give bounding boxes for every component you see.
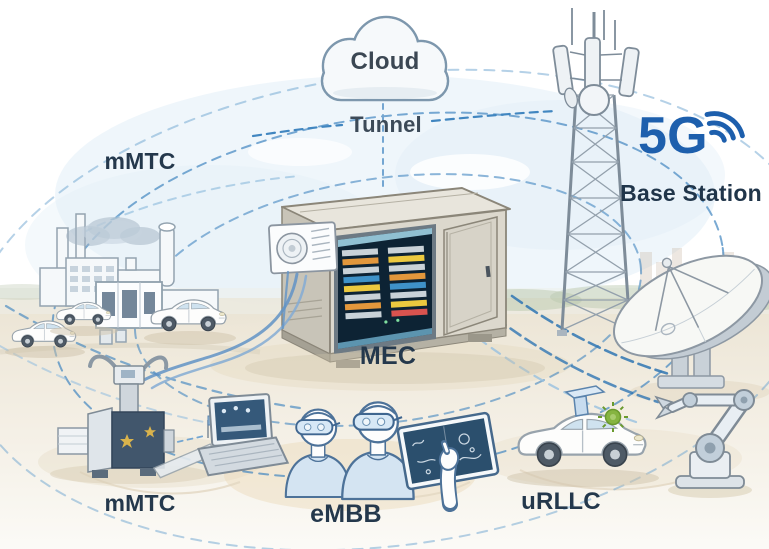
autonomous-car-icon bbox=[507, 385, 659, 487]
embb-label: eMBB bbox=[310, 500, 382, 528]
urllc-label: uRLLC bbox=[521, 488, 601, 515]
mec-cabinet-icon bbox=[245, 187, 545, 384]
car-icon bbox=[5, 320, 85, 358]
ac-unit-icon bbox=[268, 221, 338, 275]
nav-marker-icon bbox=[564, 385, 606, 417]
sensor-icon bbox=[598, 402, 628, 432]
mmtc-top-label: mMTC bbox=[104, 148, 176, 174]
five-g-text: 5G bbox=[638, 107, 708, 165]
base-station-tower-icon bbox=[552, 8, 640, 336]
satellite-dish-icon bbox=[612, 254, 769, 389]
mec-label: MEC bbox=[359, 342, 417, 370]
car-icon bbox=[50, 301, 118, 336]
hand-icon bbox=[438, 440, 460, 512]
cloud-label: Cloud bbox=[350, 48, 420, 75]
car-icon bbox=[144, 299, 236, 345]
robot-arm-icon bbox=[654, 389, 755, 498]
signal-waves-icon bbox=[704, 111, 745, 143]
mmtc-bottom-label: mMTC bbox=[104, 490, 176, 516]
power-cables-icon bbox=[138, 270, 308, 390]
base-station-label: Base Station bbox=[620, 180, 762, 206]
tunnel-label: Tunnel bbox=[350, 112, 422, 137]
smoke-icon bbox=[66, 217, 160, 246]
cloud-icon bbox=[320, 15, 450, 102]
rugged-laptop-icon bbox=[152, 393, 290, 479]
five-g-label: 5G bbox=[638, 110, 768, 168]
